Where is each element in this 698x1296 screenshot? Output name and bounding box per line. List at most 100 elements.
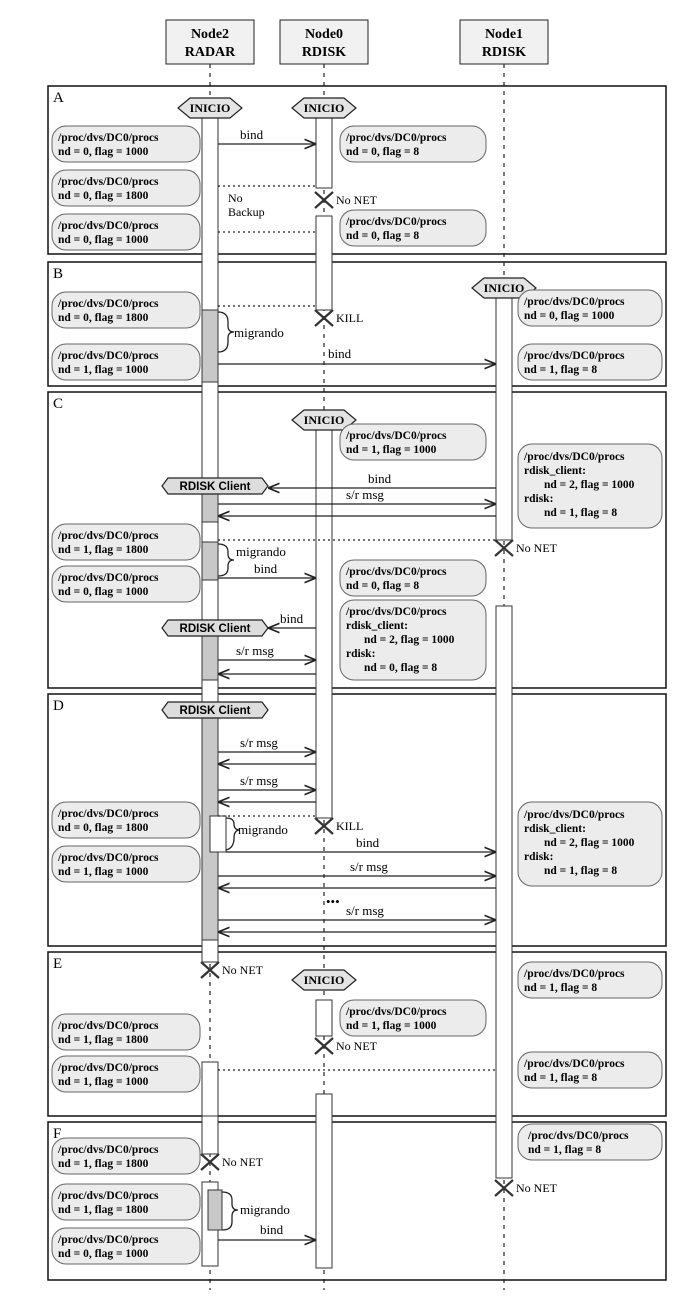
svg-text:INICIO: INICIO <box>190 101 231 115</box>
svg-text:No NET: No NET <box>336 193 378 207</box>
svg-text:nd = 0, flag = 8: nd = 0, flag = 8 <box>346 230 419 242</box>
svg-text:rdisk_client:: rdisk_client: <box>346 620 408 632</box>
svg-text:nd = 2, flag = 1000: nd = 2, flag = 1000 <box>544 479 635 491</box>
x-mark-d-kill: KILL <box>314 817 363 835</box>
rdisk-client-tag-c1: RDISK Client <box>161 477 269 495</box>
svg-text:/proc/dvs/DC0/procs: /proc/dvs/DC0/procs <box>57 176 159 188</box>
svg-text:KILL: KILL <box>336 311 363 325</box>
msg-d-sr-2: s/r msg <box>240 773 278 788</box>
section-frame-c <box>47 391 667 689</box>
section-label-d: D <box>53 698 64 714</box>
note-e-right-2: /proc/dvs/DC0/procs nd = 1, flag = 8 <box>517 1051 663 1089</box>
note-c-left-1: /proc/dvs/DC0/procs nd = 1, flag = 1800 <box>51 523 201 561</box>
section-label-f: F <box>53 1126 61 1142</box>
svg-text:RDISK Client: RDISK Client <box>180 705 251 717</box>
section-frame-d <box>47 693 667 947</box>
note-e-left-2: /proc/dvs/DC0/procs nd = 1, flag = 1000 <box>51 1055 201 1093</box>
svg-text:/proc/dvs/DC0/procs: /proc/dvs/DC0/procs <box>523 451 625 463</box>
x-mark-b-kill: KILL <box>314 309 363 327</box>
activation-node2-migrating-b <box>201 309 219 383</box>
svg-text:No NET: No NET <box>222 1155 264 1169</box>
svg-text:/proc/dvs/DC0/procs: /proc/dvs/DC0/procs <box>57 852 159 864</box>
note-f-left-3: /proc/dvs/DC0/procs nd = 0, flag = 1000 <box>51 1227 201 1265</box>
svg-text:/proc/dvs/DC0/procs: /proc/dvs/DC0/procs <box>57 808 159 820</box>
msg-d-migrando: migrando <box>238 822 288 837</box>
svg-text:nd = 1, flag = 1000: nd = 1, flag = 1000 <box>58 364 149 376</box>
node-header-node2: Node2 RADAR <box>165 19 255 65</box>
activation-node0-e1 <box>315 999 333 1037</box>
svg-text:nd = 0, flag = 8: nd = 0, flag = 8 <box>346 580 419 592</box>
svg-text:/proc/dvs/DC0/procs: /proc/dvs/DC0/procs <box>57 132 159 144</box>
msg-a-backup: Backup <box>228 205 265 219</box>
svg-text:nd = 1, flag = 1800: nd = 1, flag = 1800 <box>58 1158 149 1170</box>
svg-text:RDISK Client: RDISK Client <box>180 623 251 635</box>
svg-text:/proc/dvs/DC0/procs: /proc/dvs/DC0/procs <box>523 296 625 308</box>
svg-text:rdisk_client:: rdisk_client: <box>524 465 586 477</box>
svg-text:/proc/dvs/DC0/procs: /proc/dvs/DC0/procs <box>57 530 159 542</box>
svg-text:/proc/dvs/DC0/procs: /proc/dvs/DC0/procs <box>523 968 625 980</box>
note-c-right-1: /proc/dvs/DC0/procs rdisk_client: nd = 2… <box>517 443 663 529</box>
svg-text:nd = 0, flag = 1000: nd = 0, flag = 1000 <box>58 234 149 246</box>
note-f-right-1: /proc/dvs/DC0/procs nd = 1, flag = 8 <box>517 1123 663 1161</box>
svg-text:KILL: KILL <box>336 819 363 833</box>
svg-text:RDISK Client: RDISK Client <box>180 481 251 493</box>
x-mark-a-nonet: No NET <box>314 191 378 209</box>
msg-d-ellipsis: ••• <box>326 894 340 909</box>
svg-text:/proc/dvs/DC0/procs: /proc/dvs/DC0/procs <box>57 220 159 232</box>
brace-c-migrando <box>217 543 235 577</box>
section-label-a: A <box>53 90 64 106</box>
msg-d-sr-3: s/r msg <box>350 859 388 874</box>
activation-node0-e2 <box>315 1093 333 1269</box>
svg-text:INICIO: INICIO <box>484 281 525 295</box>
node1-name: Node1 <box>485 27 523 42</box>
rdisk-client-tag-c2: RDISK Client <box>161 619 269 637</box>
activation-node2-rdisk-client-c2 <box>201 635 219 681</box>
x-mark-c-nonet: No NET <box>494 539 558 557</box>
svg-text:No NET: No NET <box>516 1181 558 1195</box>
svg-text:INICIO: INICIO <box>304 101 345 115</box>
inicio-node0-a: INICIO <box>291 97 357 119</box>
svg-text:nd = 0, flag = 8: nd = 0, flag = 8 <box>364 662 437 674</box>
section-label-c: C <box>53 396 63 412</box>
x-mark-f-node2-nonet: No NET <box>200 1153 264 1171</box>
activation-node0-c <box>315 425 333 819</box>
svg-text:nd = 0, flag = 1800: nd = 0, flag = 1800 <box>58 822 149 834</box>
svg-text:nd = 1, flag = 8: nd = 1, flag = 8 <box>528 1144 601 1156</box>
node0-role: RDISK <box>302 45 346 60</box>
note-e-mid-1: /proc/dvs/DC0/procs nd = 1, flag = 1000 <box>339 999 487 1037</box>
note-a-left-2: /proc/dvs/DC0/procs nd = 0, flag = 1800 <box>51 169 201 207</box>
note-f-left-1: /proc/dvs/DC0/procs nd = 1, flag = 1800 <box>51 1137 201 1175</box>
svg-text:nd = 1, flag = 8: nd = 1, flag = 8 <box>524 364 597 376</box>
svg-text:/proc/dvs/DC0/procs: /proc/dvs/DC0/procs <box>57 1190 159 1202</box>
svg-text:nd = 1, flag = 8: nd = 1, flag = 8 <box>544 865 617 877</box>
note-c-mid-1: /proc/dvs/DC0/procs nd = 1, flag = 1000 <box>339 423 487 461</box>
svg-text:/proc/dvs/DC0/procs: /proc/dvs/DC0/procs <box>345 566 447 578</box>
svg-text:nd = 1, flag = 8: nd = 1, flag = 8 <box>544 507 617 519</box>
section-frame-b <box>47 261 667 387</box>
note-d-right-1: /proc/dvs/DC0/procs rdisk_client: nd = 2… <box>517 801 663 887</box>
svg-text:/proc/dvs/DC0/procs: /proc/dvs/DC0/procs <box>57 1234 159 1246</box>
svg-text:nd = 1, flag = 1000: nd = 1, flag = 1000 <box>346 1020 437 1032</box>
section-frame-f <box>47 1121 667 1281</box>
svg-text:rdisk:: rdisk: <box>346 648 375 660</box>
svg-text:nd = 1, flag = 1000: nd = 1, flag = 1000 <box>346 444 437 456</box>
svg-text:INICIO: INICIO <box>304 973 345 987</box>
node-header-node1: Node1 RDISK <box>459 19 549 65</box>
svg-text:No NET: No NET <box>516 541 558 555</box>
svg-text:/proc/dvs/DC0/procs: /proc/dvs/DC0/procs <box>345 430 447 442</box>
note-b-left-1: /proc/dvs/DC0/procs nd = 0, flag = 1800 <box>51 291 201 329</box>
section-label-e: E <box>53 956 62 972</box>
note-a-mid-2: /proc/dvs/DC0/procs nd = 0, flag = 8 <box>339 209 487 247</box>
msg-b-bind: bind <box>328 346 352 361</box>
inicio-node2-a: INICIO <box>177 97 243 119</box>
svg-text:nd = 0, flag = 1000: nd = 0, flag = 1000 <box>524 310 615 322</box>
svg-text:nd = 1, flag = 8: nd = 1, flag = 8 <box>524 1072 597 1084</box>
svg-text:/proc/dvs/DC0/procs: /proc/dvs/DC0/procs <box>57 572 159 584</box>
note-b-right-2: /proc/dvs/DC0/procs nd = 1, flag = 8 <box>517 343 663 381</box>
section-frame-a <box>47 85 667 255</box>
x-mark-f-node1-nonet: No NET <box>494 1179 558 1197</box>
msg-d-bind: bind <box>356 835 380 850</box>
msg-a-bind: bind <box>240 127 264 142</box>
note-e-left-1: /proc/dvs/DC0/procs nd = 1, flag = 1800 <box>51 1013 201 1051</box>
